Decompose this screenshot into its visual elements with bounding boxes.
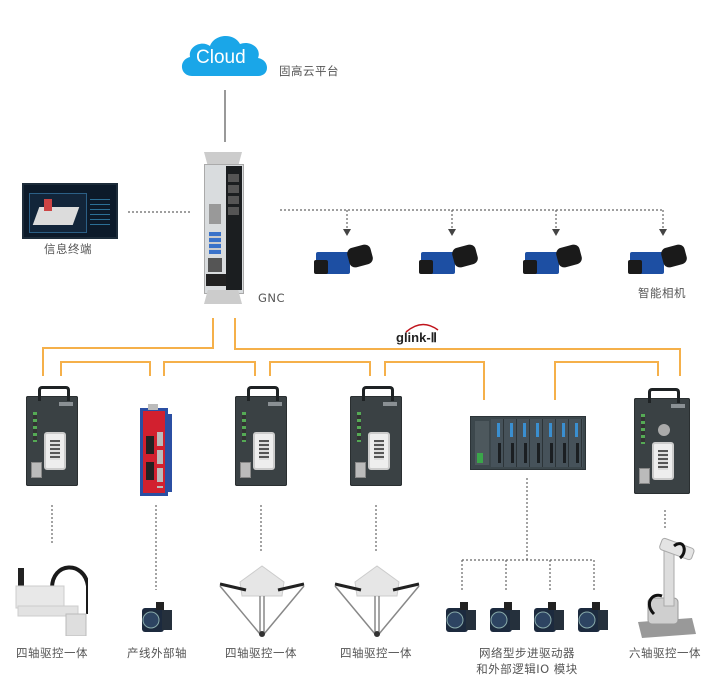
device-label: 四轴驱控一体 [225, 646, 297, 660]
six-axis-robot [634, 534, 700, 638]
cloud-label: Cloud [196, 47, 246, 68]
delta-robot-2 [331, 562, 423, 638]
cloud-platform: Cloud [178, 30, 270, 78]
cloud-icon [181, 35, 267, 76]
four-axis-drive-1 [26, 386, 78, 486]
servo-motor-icon [446, 602, 476, 632]
scara-robot [12, 556, 90, 637]
glink-bus [42, 318, 681, 400]
glink-arc-icon [405, 323, 439, 333]
servo-motor-icon [534, 602, 564, 632]
gnc-controller [200, 152, 246, 304]
smart-camera [523, 240, 584, 278]
six-axis-drive [634, 388, 690, 494]
glink-logo: glink-Ⅱ [392, 318, 452, 348]
servo-motor [140, 600, 174, 634]
smart-camera [628, 240, 689, 278]
info-terminal [22, 183, 118, 239]
controller-label: GNC [258, 291, 286, 305]
cloud-caption: 固高云平台 [279, 64, 339, 78]
glink-label: glink-Ⅱ [396, 330, 438, 345]
terminal-label: 信息终端 [44, 242, 92, 256]
stepper-motor [576, 600, 610, 634]
terminal-3d-model [32, 207, 80, 225]
device-label-line1: 网络型步进驱动器 [479, 646, 575, 660]
stepper-motor [444, 600, 478, 634]
scara-robot-icon [15, 565, 90, 637]
camera-drops [346, 210, 664, 230]
delta-robot-icon [334, 565, 420, 637]
delta-robot-icon [219, 565, 305, 637]
device-label: 四轴驱控一体 [340, 646, 412, 660]
servo-drive [140, 404, 172, 496]
six-axis-robot-icon [638, 537, 696, 638]
servo-motor-icon [578, 602, 608, 632]
smart-camera [314, 240, 375, 278]
camera-label: 智能相机 [638, 286, 686, 300]
four-axis-drive-2 [235, 386, 287, 486]
four-axis-drive-3 [350, 386, 402, 486]
servo-motor-icon [490, 602, 520, 632]
camera-arrows [343, 229, 667, 236]
delta-robot-1 [216, 562, 308, 638]
device-label: 六轴驱控一体 [629, 646, 701, 660]
stepper-motor [488, 600, 522, 634]
servo-motor-icon [142, 602, 172, 632]
smart-camera [419, 240, 480, 278]
io-module-rack [470, 416, 586, 470]
robot-drops [51, 478, 666, 590]
stepper-motor [532, 600, 566, 634]
device-label-line2: 和外部逻辑IO 模块 [476, 662, 578, 676]
device-label: 四轴驱控一体 [16, 646, 88, 660]
device-label: 产线外部轴 [127, 646, 187, 660]
